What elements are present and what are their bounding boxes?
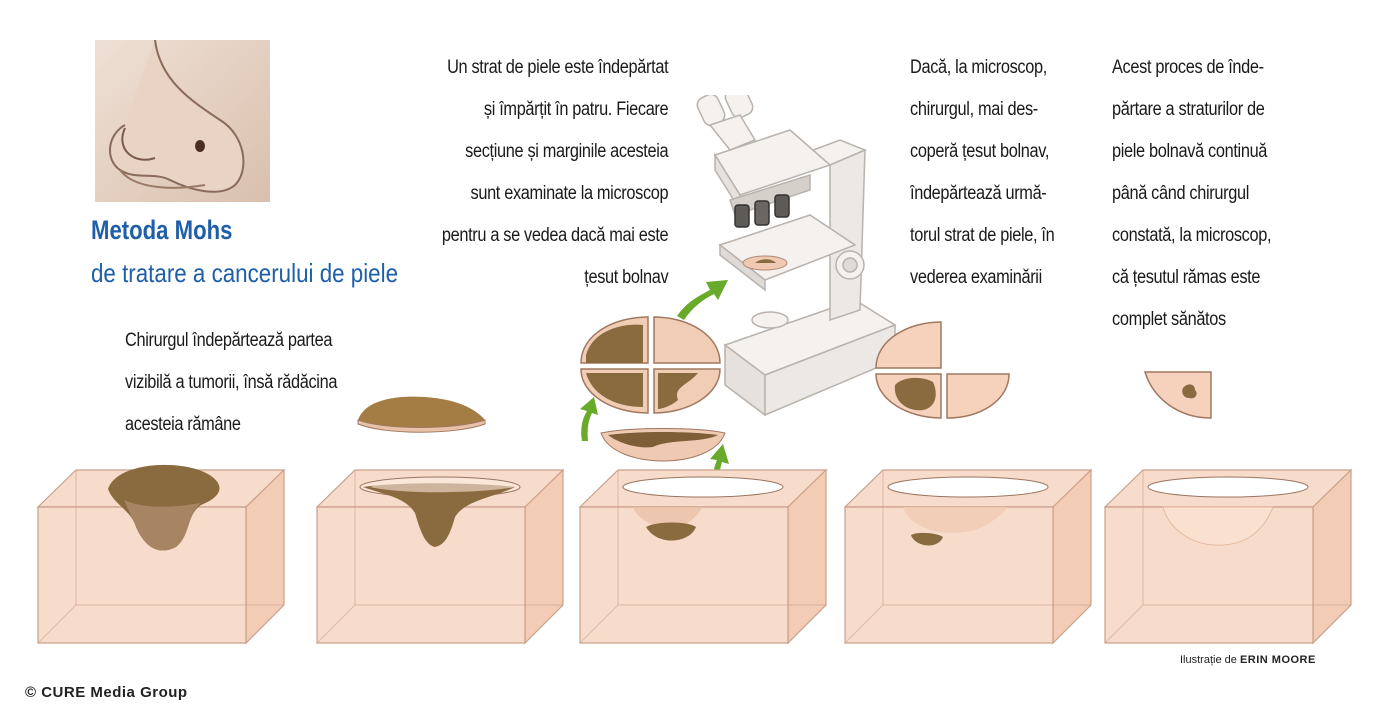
caption-line: Dacă, la microscop, — [910, 57, 1047, 78]
caption-line: coperă țesut bolnav, — [910, 141, 1050, 162]
step4-caption: Acest proces de înde- părtare a straturi… — [1112, 47, 1272, 341]
credit-name: ERIN MOORE — [1239, 654, 1316, 666]
tissue-quarters — [875, 321, 1010, 419]
skin-block — [315, 468, 565, 645]
caption-line: Chirurgul îndepărtează partea — [125, 330, 333, 351]
caption-line: chirurgul, mai des- — [910, 99, 1038, 120]
page-title: Metoda Mohs — [91, 215, 233, 245]
caption-line: și împărțit în patru. Fiecare — [483, 99, 669, 120]
nose-illustration — [95, 40, 270, 202]
step2-caption: Un strat de piele este îndepărtat și împ… — [441, 47, 669, 299]
caption-line: Acest proces de înde- — [1112, 57, 1264, 78]
tissue-quarters — [580, 316, 721, 414]
copyright: © CURE Media Group — [25, 684, 188, 701]
caption-line: acesteia rămâne — [125, 414, 241, 435]
tissue-layer — [357, 396, 486, 433]
caption-line: piele bolnavă continuă — [1112, 141, 1268, 162]
caption-line: îndepărtează urmă- — [910, 183, 1047, 204]
caption-line: complet sănătos — [1112, 309, 1226, 330]
tissue-layer — [600, 428, 726, 462]
caption-line: părtare a straturilor de — [1112, 99, 1265, 120]
skin-block — [578, 468, 828, 645]
illustration-credit: Ilustrație de ERIN MOORE — [1180, 654, 1316, 666]
skin-block — [1103, 468, 1353, 645]
caption-line: vizibilă a tumorii, însă rădăcina — [125, 372, 338, 393]
caption-line: torul strat de piele, în — [910, 225, 1055, 246]
arrow-up-icon — [677, 280, 728, 320]
arrow-up-icon — [580, 397, 598, 441]
credit-prefix: Ilustrație de — [1180, 654, 1237, 666]
caption-line: până când chirurgul — [1112, 183, 1249, 204]
caption-line: constată, la microscop, — [1112, 225, 1272, 246]
caption-line: secțiune și marginile acesteia — [464, 141, 668, 162]
skin-block — [36, 464, 286, 645]
tissue-quarters — [1143, 371, 1212, 419]
step3-caption: Dacă, la microscop, chirurgul, mai des- … — [910, 47, 1055, 299]
caption-line: vederea examinării — [910, 267, 1042, 288]
microscope-illustration — [696, 95, 897, 417]
caption-line: țesut bolnav — [584, 267, 668, 288]
caption-line: pentru a se vedea dacă mai este — [441, 225, 669, 246]
caption-line: Un strat de piele este îndepărtat — [446, 57, 669, 78]
skin-block — [843, 468, 1093, 645]
caption-line: sunt examinate la microscop — [470, 183, 668, 204]
page-subtitle: de tratare a cancerului de piele — [91, 258, 399, 288]
step1-caption: Chirurgul îndepărtează partea vizibilă a… — [125, 320, 337, 446]
caption-line: că țesutul rămas este — [1112, 267, 1261, 288]
